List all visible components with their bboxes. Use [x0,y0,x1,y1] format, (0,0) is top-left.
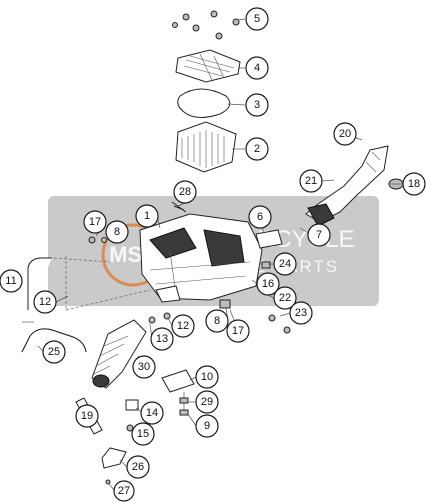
callout-label: 22 [279,292,291,304]
callout-21[interactable]: 21 [299,169,323,193]
callout-label: 25 [48,346,60,358]
callout-17[interactable]: 17 [83,210,107,234]
callout-label: 26 [132,461,144,473]
callout-label: 3 [254,99,260,111]
callout-9[interactable]: 9 [195,414,219,438]
callout-25[interactable]: 25 [42,340,66,364]
breather-hose-drawing [22,257,52,323]
callout-label: 17 [232,325,244,337]
sensor-drawing [255,229,283,249]
callout-label: 30 [138,361,150,373]
callout-18[interactable]: 18 [402,172,426,196]
fittings-drawing [88,236,291,334]
callout-label: 7 [316,229,322,241]
callout-8[interactable]: 8 [205,309,229,333]
screws-drawing [172,10,240,40]
callout-14[interactable]: 14 [140,401,164,425]
callout-label: 12 [39,296,51,308]
air-filter-drawing [175,121,237,173]
callout-label: 23 [295,307,307,319]
callout-13[interactable]: 13 [150,327,174,351]
callout-5[interactable]: 5 [245,7,269,31]
callout-label: 5 [254,13,260,25]
callout-label: 1 [144,210,150,222]
callout-label: 21 [305,175,317,187]
callout-label: 14 [146,407,158,419]
callout-12[interactable]: 12 [33,290,57,314]
callout-24[interactable]: 24 [273,252,297,276]
callout-28[interactable]: 28 [173,180,197,204]
callout-label: 6 [257,211,263,223]
callout-label: 15 [137,428,149,440]
callout-label: 12 [177,320,189,332]
callout-label: 18 [408,178,420,190]
connection-lines [53,256,151,311]
callout-3[interactable]: 3 [245,93,269,117]
callout-label: 8 [214,315,220,327]
callout-20[interactable]: 20 [333,122,357,146]
callout-6[interactable]: 6 [248,205,272,229]
callout-label: 11 [5,275,16,287]
callout-label: 8 [114,226,120,238]
callout-7[interactable]: 7 [307,223,331,247]
callout-30[interactable]: 30 [132,355,156,379]
callout-label: 17 [89,216,101,228]
callouts: 5 4 3 2 20 21 18 28 17 1 8 6 7 24 16 22 … [0,7,426,502]
sleeve-drawing [101,447,127,485]
clip-drawing [171,201,187,213]
sensor-14-drawing [125,399,139,432]
intake-duct-drawing [305,145,389,227]
callout-2[interactable]: 2 [245,137,269,161]
airbox-housing-drawing [139,213,263,303]
callout-label: 28 [179,186,191,198]
callout-23[interactable]: 23 [289,301,313,325]
callout-16[interactable]: 16 [256,272,280,296]
callout-label: 9 [204,420,210,432]
seal-drawing [177,88,231,118]
callout-label: 4 [254,62,260,74]
callout-4[interactable]: 4 [245,56,269,80]
callout-label: 2 [254,143,260,155]
callout-29[interactable]: 29 [195,390,219,414]
callout-label: 29 [201,396,213,408]
callout-17[interactable]: 17 [226,319,250,343]
callout-8[interactable]: 8 [105,220,129,244]
callout-26[interactable]: 26 [126,455,150,479]
callout-label: 24 [279,258,291,270]
callout-11[interactable]: 11 [0,269,23,293]
callout-19[interactable]: 19 [75,404,99,428]
callout-label: 19 [81,410,93,422]
intake-boot-drawing [91,319,147,389]
callout-27[interactable]: 27 [113,480,135,502]
callout-label: 16 [262,278,274,290]
filter-cover-drawing [175,49,241,83]
callout-label: 10 [201,371,213,383]
callout-label: 13 [156,333,168,345]
callout-15[interactable]: 15 [131,422,155,446]
callout-22[interactable]: 22 [273,286,297,310]
callout-10[interactable]: 10 [195,365,219,389]
callout-1[interactable]: 1 [135,204,159,228]
callout-12[interactable]: 12 [171,314,195,338]
bracket-drawing [161,369,195,416]
callout-label: 20 [339,128,351,140]
callout-label: 27 [118,485,130,497]
